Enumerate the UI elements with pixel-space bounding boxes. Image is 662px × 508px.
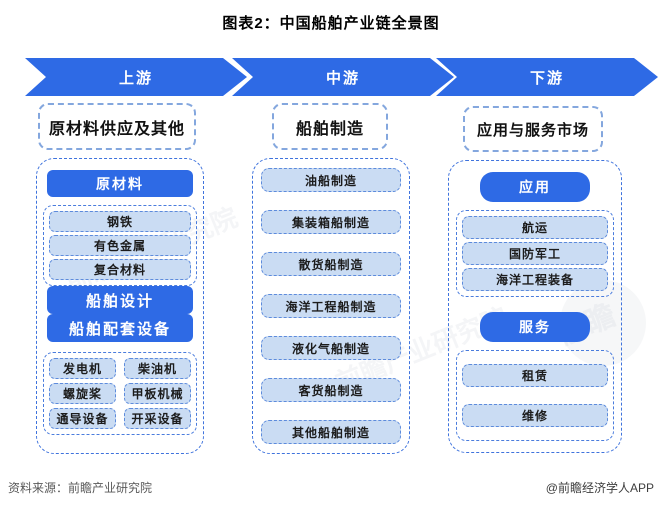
application-item: 国防军工 [462, 242, 608, 265]
shipbuilding-item: 油船制造 [261, 168, 401, 192]
shipbuilding-item: 散货船制造 [261, 252, 401, 276]
service-item: 租赁 [462, 364, 608, 387]
upstream-container: 原材料 钢铁 有色金属 复合材料 船舶设计 船舶配套设备 发电机 柴油机 螺旋桨… [36, 158, 204, 454]
equipment-grid: 发电机 柴油机 螺旋桨 甲板机械 通导设备 开采设备 [43, 352, 197, 435]
shipbuilding-item: 客货船制造 [261, 378, 401, 402]
arrow-midstream-label: 中游 [325, 69, 360, 87]
shipbuilding-item: 其他船舶制造 [261, 420, 401, 444]
arrow-midstream: 中游 [232, 58, 454, 96]
equipment-item: 发电机 [49, 358, 116, 379]
upstream-header-box: 原材料供应及其他 [38, 103, 196, 150]
material-item: 有色金属 [49, 235, 191, 256]
shipbuilding-item: 海洋工程船制造 [261, 294, 401, 318]
arrow-upstream: 上游 [25, 58, 247, 96]
downstream-container: 应用 航运 国防军工 海洋工程装备 服务 租赁 维修 [448, 160, 622, 453]
raw-materials-button: 原材料 [47, 170, 193, 197]
arrow-upstream-label: 上游 [118, 69, 153, 87]
equipment-item: 柴油机 [124, 358, 191, 379]
raw-materials-group: 钢铁 有色金属 复合材料 [43, 205, 197, 286]
equipment-item: 开采设备 [124, 408, 191, 429]
arrow-downstream: 下游 [436, 58, 658, 96]
application-button: 应用 [480, 172, 590, 202]
equipment-item: 通导设备 [49, 408, 116, 429]
midstream-container: 油船制造 集装箱船制造 散货船制造 海洋工程船制造 液化气船制造 客货船制造 其… [252, 158, 410, 454]
ship-equipment-button: 船舶配套设备 [47, 314, 193, 342]
shipbuilding-item: 集装箱船制造 [261, 210, 401, 234]
data-source-label: 资料来源：前瞻产业研究院 [8, 481, 153, 495]
material-item: 复合材料 [49, 259, 191, 280]
service-item: 维修 [462, 404, 608, 427]
credit-label: @前瞻经济学人APP [545, 481, 654, 495]
midstream-header-box: 船舶制造 [272, 103, 388, 150]
page-title: 图表2：中国船舶产业链全景图 [222, 15, 440, 32]
upstream-header-label: 原材料供应及其他 [48, 120, 185, 138]
application-item: 航运 [462, 216, 608, 239]
application-group: 航运 国防军工 海洋工程装备 [456, 210, 614, 297]
arrow-downstream-label: 下游 [529, 69, 564, 87]
application-item: 海洋工程装备 [462, 268, 608, 291]
downstream-header-label: 应用与服务市场 [476, 121, 589, 139]
service-group: 租赁 维修 [456, 350, 614, 441]
shipbuilding-item: 液化气船制造 [261, 336, 401, 360]
material-item: 钢铁 [49, 211, 191, 232]
downstream-header-box: 应用与服务市场 [463, 106, 603, 152]
midstream-header-label: 船舶制造 [295, 120, 364, 138]
equipment-item: 甲板机械 [124, 383, 191, 404]
service-button: 服务 [480, 312, 590, 342]
equipment-item: 螺旋桨 [49, 383, 116, 404]
ship-design-button: 船舶设计 [47, 286, 193, 314]
